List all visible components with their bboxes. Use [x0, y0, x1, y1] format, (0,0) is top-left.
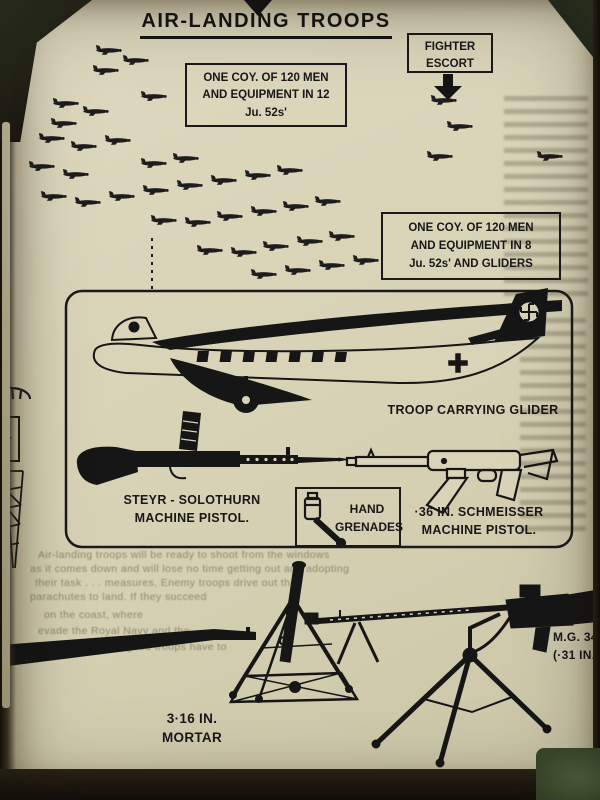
mortar-caption-line: 3·16 IN. — [166, 711, 218, 726]
mg34-caption-line: M.G. 34 — [553, 630, 598, 644]
mg34-illustration — [304, 584, 600, 768]
schmeisser-illustration — [345, 447, 559, 515]
pilot-silhouette — [128, 321, 140, 333]
hand-grenades-line: HAND — [349, 502, 385, 516]
tail-marking-icon — [520, 303, 538, 321]
mortar-caption-line: MORTAR — [161, 729, 223, 745]
bleed-line: Air-landing troops will be ready to shoo… — [38, 549, 330, 561]
bleed-line: parachutes to land. If they succeed — [30, 591, 207, 603]
weapons-panel-border — [64, 289, 574, 549]
mortar-illustration — [228, 561, 360, 704]
company-8-ju52-gliders-box: ONE COY. OF 120 MEN AND EQUIPMENT IN 8 J… — [381, 212, 561, 280]
mg34-caption-line: (·31 IN. — [553, 648, 596, 662]
photo-edge-right — [593, 0, 600, 800]
company-12-line: AND EQUIPMENT IN 12 — [202, 89, 330, 102]
company-8-line: Ju. 52s' AND GLIDERS — [409, 257, 533, 270]
steyr-caption-line: MACHINE PISTOL. — [134, 510, 250, 525]
down-arrow-icon — [244, 0, 272, 16]
page-title: AIR-LANDING TROOPS — [141, 10, 391, 32]
company-12-line: ONE COY. OF 120 MEN — [203, 72, 329, 84]
hand-grenades-line: GRENADES — [335, 520, 404, 534]
bleed-text-column — [504, 96, 588, 296]
photo-green-background-patch — [536, 748, 600, 800]
bleed-line: their task . . . measures. Enemy troops … — [35, 577, 297, 589]
mortar-caption: 3·16 IN. MORTAR — [140, 710, 244, 748]
schmeisser-caption-line: MACHINE PISTOL. — [421, 522, 537, 537]
steyr-caption: STEYR - SOLOTHURN MACHINE PISTOL. — [110, 492, 274, 527]
schmeisser-caption: ·36 IN. SCHMEISSER MACHINE PISTOL. — [390, 504, 568, 539]
hand-grenades-box: HAND GRENADES — [295, 487, 404, 547]
left-margin-gun-illustration — [0, 627, 256, 667]
company-8-line: ONE COY. OF 120 MEN — [408, 222, 534, 234]
photo-edge-bottom — [0, 769, 600, 800]
bleed-line: as it comes down and will lose no time g… — [30, 563, 350, 575]
company-12-line: Ju. 52s' — [245, 106, 287, 119]
schmeisser-caption-line: ·36 IN. SCHMEISSER — [414, 505, 544, 519]
bleed-line: on the coast, where — [44, 609, 144, 621]
steyr-solothurn-illustration — [76, 411, 351, 485]
fighter-escort-box: FIGHTER ESCORT — [407, 33, 493, 73]
underlying-page-edge — [2, 122, 10, 708]
glider-illustration — [92, 288, 562, 413]
fighter-escort-line: ESCORT — [426, 57, 474, 70]
mg34-caption: M.G. 34 (·31 IN. — [553, 628, 600, 664]
fuselage-cross-icon — [445, 350, 471, 376]
company-8-line: AND EQUIPMENT IN 8 — [410, 239, 532, 252]
glider-caption: TROOP CARRYING GLIDER — [387, 403, 559, 417]
glider-windows — [196, 351, 347, 362]
bleed-text-column — [520, 318, 586, 538]
stick-grenade-icon — [303, 491, 347, 549]
fighter-escort-line: FIGHTER — [424, 41, 476, 53]
steyr-caption-line: STEYR - SOLOTHURN — [123, 493, 261, 507]
escort-down-arrow-icon — [434, 74, 462, 100]
company-12-ju52-box: ONE COY. OF 120 MEN AND EQUIPMENT IN 12 … — [185, 63, 347, 127]
title-underline — [140, 36, 392, 39]
